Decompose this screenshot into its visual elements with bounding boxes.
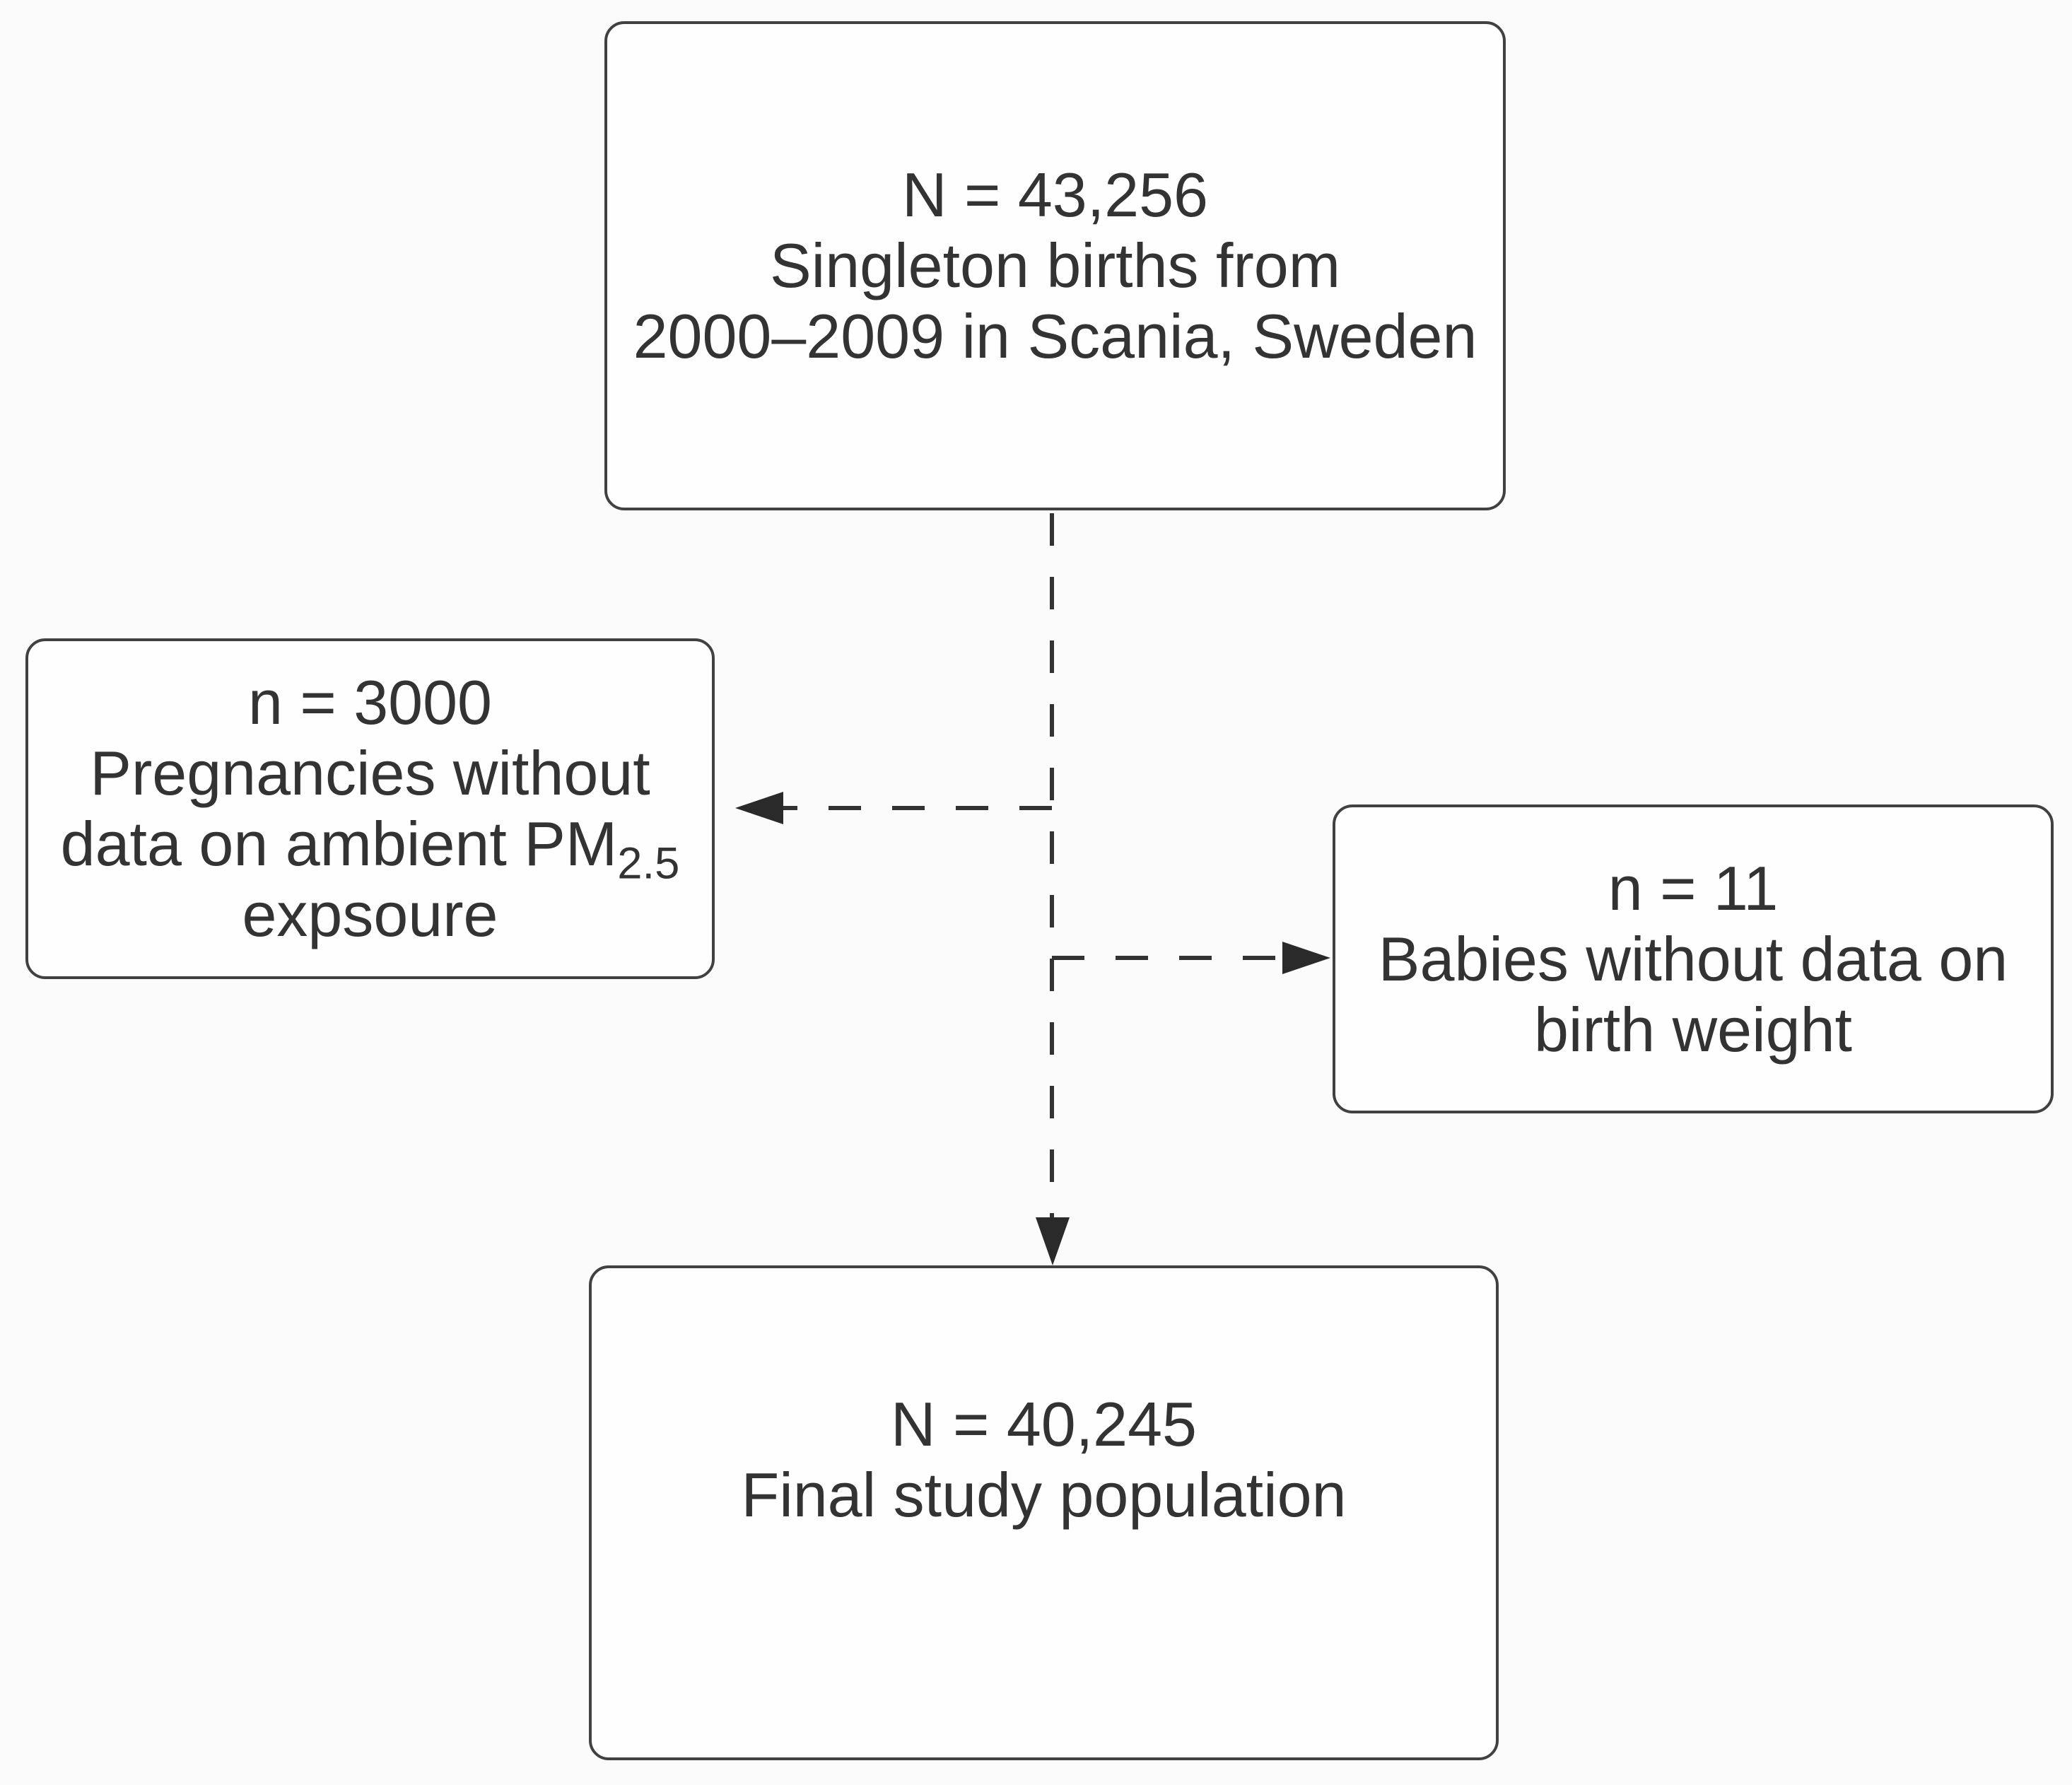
excluded-pm25-label-3: expsoure — [242, 879, 498, 949]
initial-population-label-2: 2000–2009 in Scania, Sweden — [633, 301, 1477, 371]
arrowhead-right-icon — [1282, 942, 1330, 974]
final-population-count: N = 40,245 — [891, 1389, 1197, 1459]
excluded-birthweight-box: n = 11 Babies without data on birth weig… — [1333, 804, 2054, 1113]
arrowhead-down-icon — [1036, 1217, 1070, 1265]
excluded-birthweight-label-2: birth weight — [1533, 994, 1852, 1065]
arrowhead-left-icon — [735, 792, 783, 824]
excluded-pm25-box: n = 3000 Pregnancies without data on amb… — [25, 638, 715, 979]
excluded-pm25-count: n = 3000 — [248, 667, 492, 737]
initial-population-box: N = 43,256 Singleton births from 2000–20… — [604, 21, 1506, 510]
initial-population-label-1: Singleton births from — [769, 230, 1341, 300]
excluded-birthweight-count: n = 11 — [1608, 853, 1779, 923]
left-branch-dashed-line — [783, 806, 1052, 810]
final-population-box: N = 40,245 Final study population — [589, 1265, 1499, 1760]
excluded-pm25-label-2: data on ambient PM2.5 — [60, 809, 680, 886]
pm25-subscript: 2.5 — [617, 838, 680, 889]
initial-population-count: N = 43,256 — [902, 160, 1208, 230]
excluded-pm25-label-1: Pregnancies without — [90, 738, 650, 808]
excluded-birthweight-label-1: Babies without data on — [1378, 923, 2008, 994]
main-flow-dashed-line — [1050, 513, 1054, 1217]
right-branch-dashed-line — [1052, 956, 1282, 960]
final-population-label: Final study population — [741, 1460, 1347, 1530]
excluded-pm25-label-2-text: data on ambient PM — [60, 809, 618, 879]
